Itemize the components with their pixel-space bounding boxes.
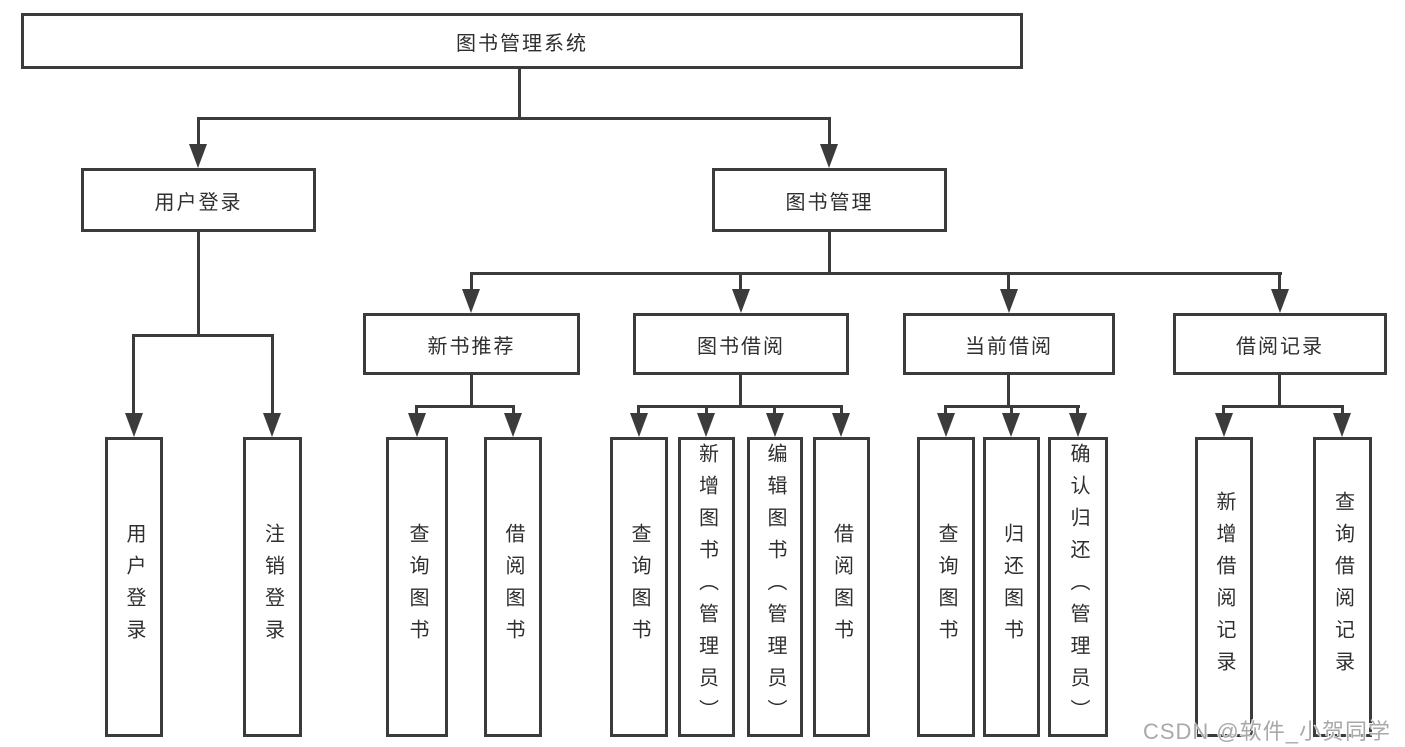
arrowhead-leaf [697,413,715,437]
arrowhead-user-login [189,144,207,168]
edge-borrow-record-stem [1278,375,1281,408]
arrowhead-leaf-logout [263,413,281,437]
edge-drop-leaf [1076,405,1079,415]
edge-drop-leaf [1222,405,1225,415]
arrowhead-leaf [1215,413,1233,437]
leaf-label: 查询图书 [628,523,650,651]
arrowhead-leaf [1069,413,1087,437]
leaf-confirm-return-admin: 确认归还（管理员） [1048,437,1108,737]
arrowhead-leaf-user-login [125,413,143,437]
leaf-label: 编辑图书（管理员） [764,443,786,731]
leaf-label: 新增借阅记录 [1213,491,1235,683]
edge-user-login-stem [197,232,200,337]
edge-drop-leaf [773,405,776,415]
edge-user-login-rail [132,334,274,337]
arrowhead-new-book [462,289,480,313]
arrowhead-book-borrow [732,289,750,313]
leaf-edit-book-admin: 编辑图书（管理员） [747,437,803,737]
arrowhead-current-borrow [1000,289,1018,313]
edge-drop-leaf [512,405,515,415]
leaf-borrow-book-2: 借阅图书 [813,437,870,737]
node-book-borrow: 图书借阅 [633,313,849,375]
leaf-query-borrow-record: 查询借阅记录 [1313,437,1372,737]
arrowhead-leaf [630,413,648,437]
edge-level3-rail [470,272,1282,275]
edge-drop-borrow-record [1278,272,1281,291]
node-borrow-record: 借阅记录 [1173,313,1387,375]
arrowhead-leaf [766,413,784,437]
arrowhead-leaf [408,413,426,437]
leaf-add-borrow-record: 新增借阅记录 [1195,437,1253,737]
arrowhead-leaf [504,413,522,437]
leaf-user-login: 用户登录 [105,437,163,737]
edge-current-borrow-stem [1007,375,1010,408]
edge-level2-rail [197,117,831,120]
arrowhead-leaf [1002,413,1020,437]
arrowhead-book-mgmt [820,144,838,168]
edge-new-book-stem [470,375,473,408]
edge-drop-leaf [1010,405,1013,415]
edge-drop-leaf [1341,405,1344,415]
leaf-label: 借阅图书 [502,523,524,651]
arrowhead-leaf [937,413,955,437]
leaf-add-book-admin: 新增图书（管理员） [678,437,735,737]
arrowhead-leaf [1333,413,1351,437]
edge-drop-leaf [637,405,640,415]
edge-root-stem [518,69,521,120]
edge-drop-leaf [944,405,947,415]
leaf-label: 借阅图书 [830,523,853,651]
edge-borrow-record-rail [1222,405,1344,408]
leaf-logout: 注销登录 [243,437,302,737]
edge-drop-book-mgmt [828,117,831,146]
edge-drop-new-book [470,272,473,291]
leaf-query-book-1: 查询图书 [386,437,448,737]
arrowhead-leaf [832,413,850,437]
edge-drop-current-borrow [1007,272,1010,291]
edge-drop-leaf [705,405,708,415]
leaf-borrow-book-1: 借阅图书 [484,437,542,737]
leaf-label: 注销登录 [261,523,284,651]
edge-drop-leaf-user-login [132,334,135,415]
leaf-return-book: 归还图书 [983,437,1040,737]
leaf-label: 用户登录 [123,523,145,651]
edge-book-mgmt-stem [828,232,831,275]
csdn-watermark: CSDN @软件_小贺同学 [1142,719,1391,744]
leaf-label: 确认归还（管理员） [1067,443,1089,731]
edge-drop-leaf [415,405,418,415]
edge-book-borrow-stem [739,375,742,408]
leaf-label: 归还图书 [1000,523,1023,651]
leaf-label: 查询图书 [935,523,957,651]
arrowhead-borrow-record [1271,289,1289,313]
leaf-label: 查询图书 [406,523,428,651]
edge-drop-book-borrow [739,272,742,291]
node-user-login: 用户登录 [81,168,316,232]
leaf-query-book-3: 查询图书 [917,437,975,737]
node-book-management: 图书管理 [712,168,947,232]
leaf-label: 查询借阅记录 [1331,491,1354,683]
leaf-query-book-2: 查询图书 [610,437,668,737]
node-root: 图书管理系统 [21,13,1023,69]
edge-book-borrow-rail [637,405,843,408]
edge-new-book-rail [415,405,515,408]
node-new-book-recommend: 新书推荐 [363,313,580,375]
edge-drop-leaf-logout [271,334,274,415]
node-current-borrow: 当前借阅 [903,313,1115,375]
edge-drop-user-login [197,117,200,146]
leaf-label: 新增图书（管理员） [695,443,718,731]
edge-drop-leaf [840,405,843,415]
